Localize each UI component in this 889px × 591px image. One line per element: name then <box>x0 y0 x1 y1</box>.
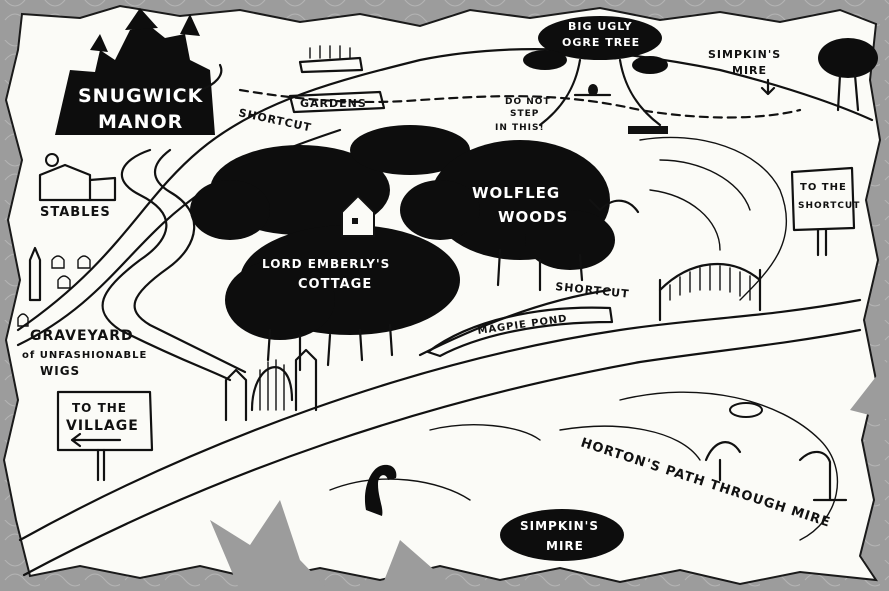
trees <box>190 125 615 372</box>
village-sign <box>56 390 154 482</box>
woods-label-line2: WOODS <box>498 208 568 226</box>
mire-area <box>329 136 839 541</box>
serpent-icon <box>364 464 397 516</box>
shortcut-sign-line1: TO THE <box>800 182 847 193</box>
bridge-icon <box>658 262 762 322</box>
mire-bottom-label-line2: MIRE <box>546 539 584 553</box>
manor-label-line1: SNUGWICK <box>78 85 204 107</box>
torn-corner-bottom <box>210 500 330 591</box>
shortcut-sign <box>790 166 856 257</box>
dont-step-line1: DO NOT <box>505 97 551 107</box>
tree-top-right-icon <box>818 38 878 112</box>
dashed-trail <box>238 88 802 119</box>
village-sign-line2: VILLAGE <box>66 418 139 434</box>
graveyard-label-line1: GRAVEYARD <box>30 328 134 344</box>
ogre-label-line2: OGRE TREE <box>562 36 640 49</box>
cottage-label-line1: LORD EMBERLY'S <box>262 257 390 271</box>
manor-label-line2: MANOR <box>98 111 183 133</box>
torn-corner-right <box>850 360 889 420</box>
graveyard-label-line3: WIGS <box>40 364 80 378</box>
cottage-icon <box>341 194 375 237</box>
turtle-icon <box>729 402 763 418</box>
mire-creature-icon <box>704 441 742 482</box>
tombstone-icon <box>17 246 91 327</box>
dont-step-line3: IN THIS! <box>495 123 545 133</box>
village-sign-line1: TO THE <box>72 401 127 415</box>
arrow-down-icon <box>760 78 776 96</box>
graveyard-label-line2: of UNFASHIONABLE <box>22 350 147 361</box>
mire-top-label-line1: SIMPKIN'S <box>708 48 781 61</box>
mire-bottom-blob <box>500 509 624 561</box>
gardens-label: GARDENS <box>300 97 367 110</box>
magpie-pond <box>426 306 614 358</box>
woods-label-line1: WOLFLEG <box>472 184 560 202</box>
gardens-icon <box>288 45 386 114</box>
stables-label: STABLES <box>40 205 111 220</box>
shortcut-sign-line2: SHORTCUT <box>798 201 860 211</box>
dont-step-line2: STEP <box>510 109 539 119</box>
torn-notch-bottom <box>380 540 460 591</box>
stables-building-icon <box>38 153 117 202</box>
mire-bottom-label-line1: SIMPKIN'S <box>520 519 599 533</box>
ogre-tree-icon <box>523 16 668 127</box>
mire-log <box>628 126 668 134</box>
manor-icon <box>55 8 223 135</box>
mire-top-label-line2: MIRE <box>732 64 767 77</box>
cottage-label-line2: COTTAGE <box>298 277 372 292</box>
heron-icon <box>798 450 848 502</box>
ogre-label-line1: BIG UGLY <box>568 20 633 33</box>
gate-icon <box>224 348 318 422</box>
bird-icon <box>588 198 640 214</box>
